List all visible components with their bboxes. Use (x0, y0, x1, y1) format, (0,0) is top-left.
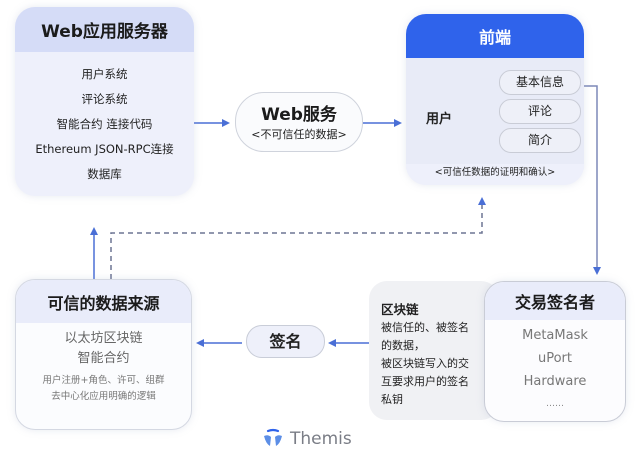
trusted-source-detail-line: 去中心化应用明确的逻辑 (51, 391, 156, 402)
frontend-title: 前端 (406, 14, 584, 58)
themis-logo-text: Themis (290, 429, 352, 449)
arrow-frontend-to-signer (580, 85, 601, 275)
blockchain-desc-line: 私钥 (381, 393, 403, 406)
web-service-node: Web服务 <不可信任的数据> (235, 92, 363, 152)
trusted-data-source-box: 可信的数据来源 以太坊区块链 智能合约 用户注册+角色、许可、组群 去中心化应用… (15, 279, 192, 430)
web-app-server-title: Web应用服务器 (15, 7, 194, 52)
trusted-source-main-line: 智能合约 (77, 351, 130, 366)
signer-item: uPort (537, 351, 572, 366)
pill-basic-info: 基本信息 (499, 70, 581, 95)
pill-comments: 评论 (499, 99, 581, 124)
web-server-item: 评论系统 (81, 92, 128, 106)
frontend-box: 前端 用户 基本信息 评论 简介 <可信任数据的证明和确认> (406, 14, 584, 185)
frontend-user-label: 用户 (426, 112, 453, 127)
signer-item: MetaMask (522, 328, 588, 343)
pill-profile: 简介 (499, 128, 581, 153)
web-server-item: 用户系统 (81, 67, 128, 81)
blockchain-desc-line: 的数据， (381, 339, 425, 352)
web-service-subtitle: <不可信任的数据> (251, 128, 347, 141)
themis-logo: Themis (262, 426, 352, 452)
blockchain-box: 区块链 被信任的、被签名 的数据， 被区块链写入的交 互要求用户的签名 私钥 (369, 281, 499, 420)
web-server-item: 智能合约 连接代码 (56, 117, 153, 131)
signer-item: Hardware (523, 374, 587, 389)
web-server-item: 数据库 (87, 167, 122, 181)
web-server-item: Ethereum JSON-RPC连接 (35, 142, 174, 156)
themis-logo-icon (264, 428, 282, 446)
signer-more: …… (546, 399, 564, 409)
blockchain-desc-line: 被信任的、被签名 (381, 321, 469, 334)
frontend-footer: <可信任数据的证明和确认> (406, 164, 584, 185)
transaction-signer-box: 交易签名者 MetaMask uPort Hardware …… (484, 281, 626, 422)
trusted-source-title: 可信的数据来源 (16, 280, 191, 323)
web-app-server-box: Web应用服务器 用户系统 评论系统 智能合约 连接代码 Ethereum JS… (15, 7, 194, 196)
blockchain-desc-line: 被区块链写入的交 (381, 357, 469, 370)
sign-node: 签名 (246, 325, 325, 358)
web-service-title: Web服务 (261, 105, 337, 125)
dashed-arrow-trusted-to-frontend (110, 197, 486, 279)
frontend-user-panel: 用户 基本信息 评论 简介 (406, 58, 584, 170)
blockchain-title: 区块链 (381, 302, 419, 317)
trusted-source-main-line: 以太坊区块链 (64, 331, 143, 346)
signer-title: 交易签名者 (485, 282, 625, 320)
blockchain-desc-line: 互要求用户的签名 (381, 375, 469, 388)
trusted-source-detail-line: 用户注册+角色、许可、组群 (42, 375, 165, 386)
blockchain-description: 被信任的、被签名 的数据， 被区块链写入的交 互要求用户的签名 私钥 (381, 319, 487, 409)
